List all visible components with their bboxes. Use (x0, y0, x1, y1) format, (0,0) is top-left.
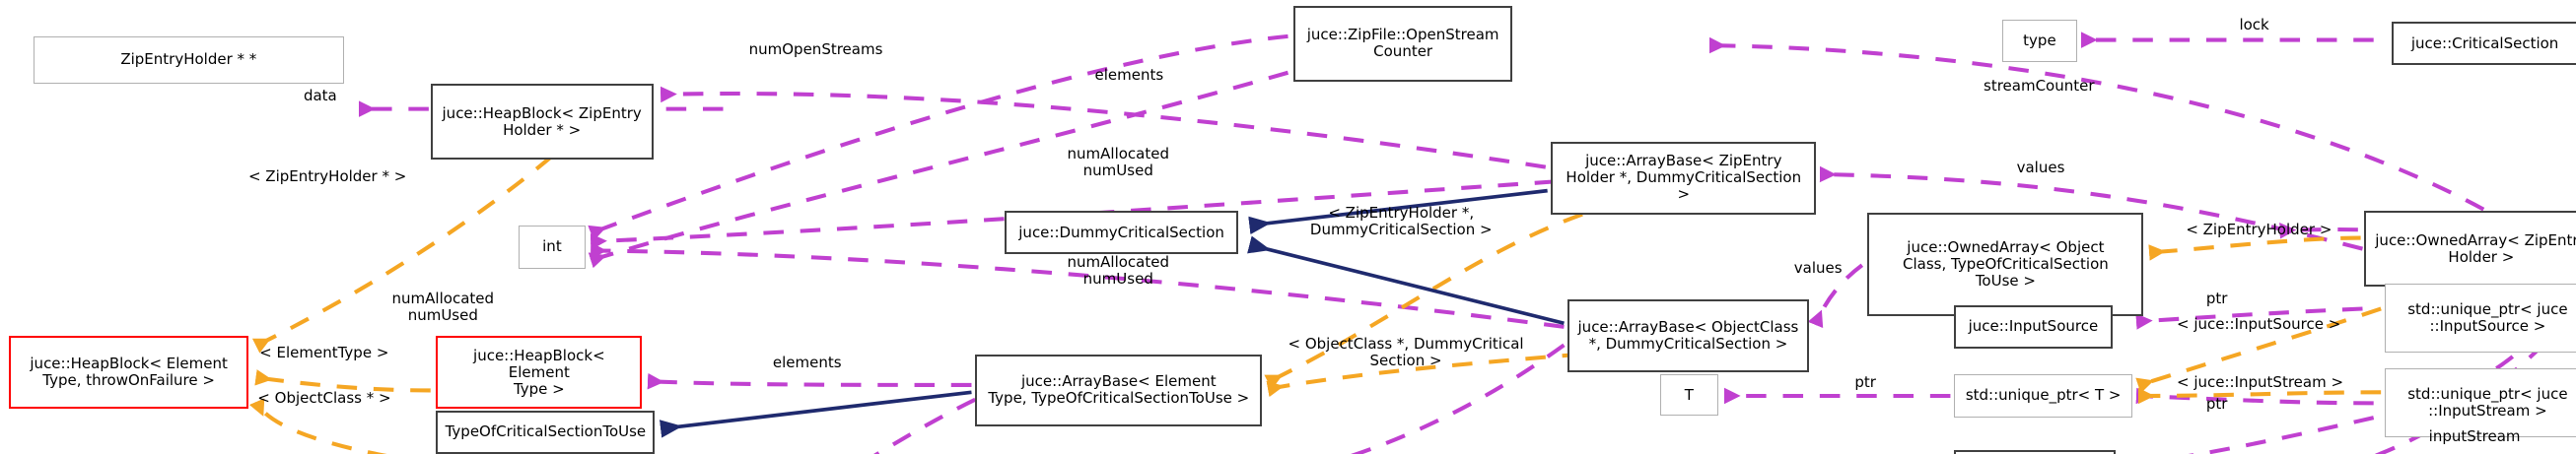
edge-tmpl-uniqueptr-inputstream (2137, 387, 2382, 405)
label-values-top: values (2016, 159, 2065, 177)
node-t-param[interactable]: T (1659, 373, 1719, 417)
node-typeofcriticalsectiontouse[interactable]: TypeOfCriticalSectionToUse (436, 410, 656, 454)
node-heapblock-zipentryholder-ptr[interactable]: juce::HeapBlock< ZipEntry Holder * > (430, 83, 654, 161)
label-numallocated-numused-3: numAllocated numUsed (391, 290, 495, 325)
label-values-mid: values (1793, 258, 1843, 277)
edge-tmpl-ownedarray-zip (2148, 235, 2361, 261)
node-uniqueptr-inputstream[interactable]: std::unique_ptr< juce ::InputStream > (2384, 368, 2576, 438)
label-numallocated-numused-2: numAllocated numUsed (1067, 253, 1169, 289)
node-arraybase-elementtype[interactable]: juce::ArrayBase< Element Type, TypeOfCri… (975, 354, 1263, 427)
label-ptr-3: ptr (2205, 394, 2228, 413)
label-ptr-1: ptr (2205, 290, 2228, 308)
node-arraybase-zipentryholder-ptr[interactable]: juce::ArrayBase< ZipEntry Holder *, Dumm… (1551, 141, 1817, 215)
label-inputstream: inputStream (2428, 427, 2521, 446)
label-numopenstreams: numOpenStreams (748, 40, 883, 59)
label-objectclassptr-dummy-tmpl: < ObjectClass *, DummyCritical Section > (1288, 335, 1524, 370)
label-juce-inputsource-tmpl: < juce::InputSource > (2176, 314, 2341, 333)
node-dummycriticalsection[interactable]: juce::DummyCriticalSection (1005, 210, 1239, 255)
label-objectclassptr-tmpl: < ObjectClass * > (257, 389, 391, 408)
node-uniqueptr-t[interactable]: std::unique_ptr< T > (1954, 373, 2133, 419)
edge-inherit-typeofcritical (659, 390, 972, 438)
node-juce-inputsource[interactable]: juce::InputSource (1954, 304, 2113, 350)
label-elements-top: elements (1094, 66, 1164, 85)
node-ownedarray-objectclass[interactable]: juce::OwnedArray< Object Class, TypeOfCr… (1867, 212, 2144, 316)
edge-elements-elementtype (647, 372, 972, 390)
edge-inherit-objectclass (1247, 235, 1565, 326)
edge-ptr-inputstream2 (2188, 416, 2375, 454)
label-zipentryholderptr-tmpl: < ZipEntryHolder *, DummyCriticalSection… (1309, 204, 1493, 239)
node-uniqueptr-inputsource[interactable]: std::unique_ptr< juce ::InputSource > (2384, 283, 2576, 353)
node-juce-criticalsection[interactable]: juce::CriticalSection (2392, 22, 2576, 66)
edge-numopenstreams (588, 33, 1288, 241)
node-arraybase-objectclass-ptr[interactable]: juce::ArrayBase< ObjectClass *, DummyCri… (1567, 299, 1809, 372)
label-data: data (303, 86, 337, 104)
node-int[interactable]: int (519, 225, 586, 269)
label-elements-mid: elements (772, 353, 842, 371)
node-heapblock-elementtype-throw[interactable]: juce::HeapBlock< Element Type, throwOnFa… (9, 336, 248, 409)
node-type[interactable]: type (2001, 20, 2078, 62)
label-streamcounter: streamCounter (1984, 77, 2095, 96)
edge-ptr-inputstream (2135, 387, 2374, 406)
label-lock-left: lock (2239, 15, 2269, 33)
label-numallocated-numused-1: numAllocated numUsed (1067, 144, 1169, 179)
label-zipentryholder-tmpl: < ZipEntryHolder > (2186, 220, 2332, 238)
label-ptr-2: ptr (1854, 372, 1876, 391)
label-elementtype-tmpl: < ElementType > (259, 344, 389, 362)
node-zipentryholder-pp[interactable]: ZipEntryHolder * * (33, 35, 345, 84)
label-zipentryholder-star-tmpl: < ZipEntryHolder * > (247, 167, 407, 186)
node-ownedarray-zipentryholder[interactable]: juce::OwnedArray< ZipEntry Holder > (2364, 210, 2576, 288)
node-heapblock-elementtype[interactable]: juce::HeapBlock< Element Type > (436, 336, 643, 409)
label-juce-inputstream-tmpl: < juce::InputStream > (2176, 372, 2344, 391)
node-juce-inputstream[interactable]: juce::InputStream (1954, 450, 2117, 454)
edge-numalloc-3 (873, 397, 977, 454)
node-zipfile-openstreamcounter[interactable]: juce::ZipFile::OpenStream Counter (1293, 5, 1513, 82)
